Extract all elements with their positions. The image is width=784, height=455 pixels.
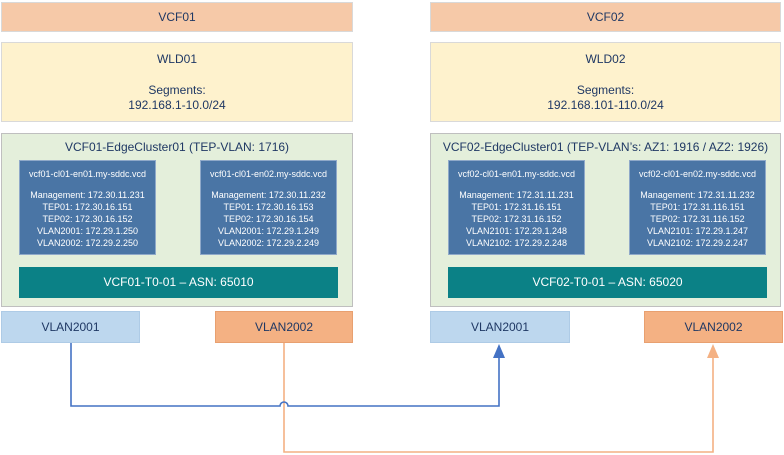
edge-node-tep01-ip: TEP01: 172.30.16.151 xyxy=(42,202,133,212)
edge-node-tep02-ip: TEP02: 172.30.16.154 xyxy=(223,214,314,224)
edge-node-uplink2-ip: VLAN2002: 172.29.2.250 xyxy=(36,238,139,248)
vcf02-t0-gateway-bar: VCF02-T0-01 – ASN: 65020 xyxy=(448,267,767,298)
vcf01-domain-label: VCF01 xyxy=(158,10,196,24)
vcf01-vlan2001-box: VLAN2001 xyxy=(1,311,140,343)
wld01-title: WLD01 xyxy=(156,52,197,66)
vlan2002-label: VLAN2002 xyxy=(254,320,314,334)
arrowhead-up-blue-icon xyxy=(493,344,505,358)
vcf01-edgecluster-box: VCF01-EdgeCluster01 (TEP-VLAN: 1716) vcf… xyxy=(1,133,353,307)
edge-node-vcf02-en02: vcf02-cl01-en02.my-sddc.vcd Management: … xyxy=(629,160,766,255)
edge-node-vcf01-en02: vcf01-cl01-en02.my-sddc.vcd Management: … xyxy=(200,160,337,255)
edge-node-mgmt-ip: Management: 172.30.11.231 xyxy=(30,190,145,200)
edge-node-tep02-ip: TEP02: 172.30.16.152 xyxy=(42,214,133,224)
edge-node-uplink2-ip: VLAN2102: 172.29.2.247 xyxy=(646,238,749,248)
edge-node-tep01-ip: TEP01: 172.30.16.153 xyxy=(223,202,314,212)
wld02-title: WLD02 xyxy=(585,52,626,66)
edge-node-hostname: vcf01-cl01-en02.my-sddc.vcd xyxy=(209,169,328,179)
vlan2002-connector-line xyxy=(283,343,719,453)
wld01-segments-range: 192.168.1-10.0/24 xyxy=(128,98,226,112)
wld02-box: WLD02 Segments: 192.168.101-110.0/24 xyxy=(430,42,781,122)
wld01-box: WLD01 Segments: 192.168.1-10.0/24 xyxy=(1,42,353,122)
edge-node-vcf01-en01: vcf01-cl01-en01.my-sddc.vcd Management: … xyxy=(19,160,156,255)
edge-node-uplink1-ip: VLAN2101: 172.29.1.248 xyxy=(465,226,568,236)
wld02-segments-range: 192.168.101-110.0/24 xyxy=(547,98,664,112)
edge-node-tep02-ip: TEP02: 172.31.16.152 xyxy=(471,214,562,224)
wld02-segments-label: Segments: xyxy=(576,83,635,97)
vcf02-edgecluster-title: VCF02-EdgeCluster01 (TEP-VLAN’s: AZ1: 19… xyxy=(442,140,769,154)
edge-node-mgmt-ip: Management: 172.31.11.231 xyxy=(459,190,574,200)
wld01-segments-label: Segments: xyxy=(148,83,206,97)
vlan2002-label: VLAN2002 xyxy=(684,320,743,334)
vcf02-t0-label: VCF02-T0-01 – ASN: 65020 xyxy=(532,275,683,289)
vcf01-vlan2002-box: VLAN2002 xyxy=(215,311,353,343)
edge-node-hostname: vcf02-cl01-en01.my-sddc.vcd xyxy=(457,169,576,179)
vcf01-domain-header: VCF01 xyxy=(1,2,353,32)
vlan2001-label: VLAN2001 xyxy=(470,320,530,334)
vcf02-edgecluster-box: VCF02-EdgeCluster01 (TEP-VLAN’s: AZ1: 19… xyxy=(430,133,781,307)
edge-node-tep02-ip: TEP02: 172.31.116.152 xyxy=(650,214,745,224)
vlan2001-connector-line xyxy=(70,343,505,407)
edge-node-hostname: vcf02-cl01-en02.my-sddc.vcd xyxy=(638,169,757,179)
vcf01-edgecluster-title: VCF01-EdgeCluster01 (TEP-VLAN: 1716) xyxy=(64,140,290,154)
edge-node-uplink1-ip: VLAN2001: 172.29.1.249 xyxy=(217,226,320,236)
edge-node-uplink1-ip: VLAN2001: 172.29.1.250 xyxy=(36,226,139,236)
vcf01-t0-label: VCF01-T0-01 – ASN: 65010 xyxy=(103,275,254,289)
vlan2001-label: VLAN2001 xyxy=(41,320,100,334)
edge-node-hostname: vcf01-cl01-en01.my-sddc.vcd xyxy=(28,169,147,179)
arrowhead-up-orange-icon xyxy=(707,344,719,358)
edge-node-mgmt-ip: Management: 172.30.11.232 xyxy=(211,190,326,200)
vcf02-vlan2002-box: VLAN2002 xyxy=(644,311,783,343)
edge-node-mgmt-ip: Management: 172.31.11.232 xyxy=(640,190,755,200)
edge-node-uplink1-ip: VLAN2101: 172.29.1.247 xyxy=(646,226,749,236)
edge-node-tep01-ip: TEP01: 172.31.116.151 xyxy=(650,202,745,212)
vcf02-domain-header: VCF02 xyxy=(430,2,781,32)
vcf02-domain-label: VCF02 xyxy=(586,10,625,24)
edge-node-vcf02-en01: vcf02-cl01-en01.my-sddc.vcd Management: … xyxy=(448,160,585,255)
vcf02-vlan2001-box: VLAN2001 xyxy=(430,311,570,343)
vcf01-t0-gateway-bar: VCF01-T0-01 – ASN: 65010 xyxy=(19,267,338,298)
edge-node-uplink2-ip: VLAN2102: 172.29.2.248 xyxy=(465,238,568,248)
edge-node-uplink2-ip: VLAN2002: 172.29.2.249 xyxy=(217,238,320,248)
edge-node-tep01-ip: TEP01: 172.31.16.151 xyxy=(471,202,562,212)
